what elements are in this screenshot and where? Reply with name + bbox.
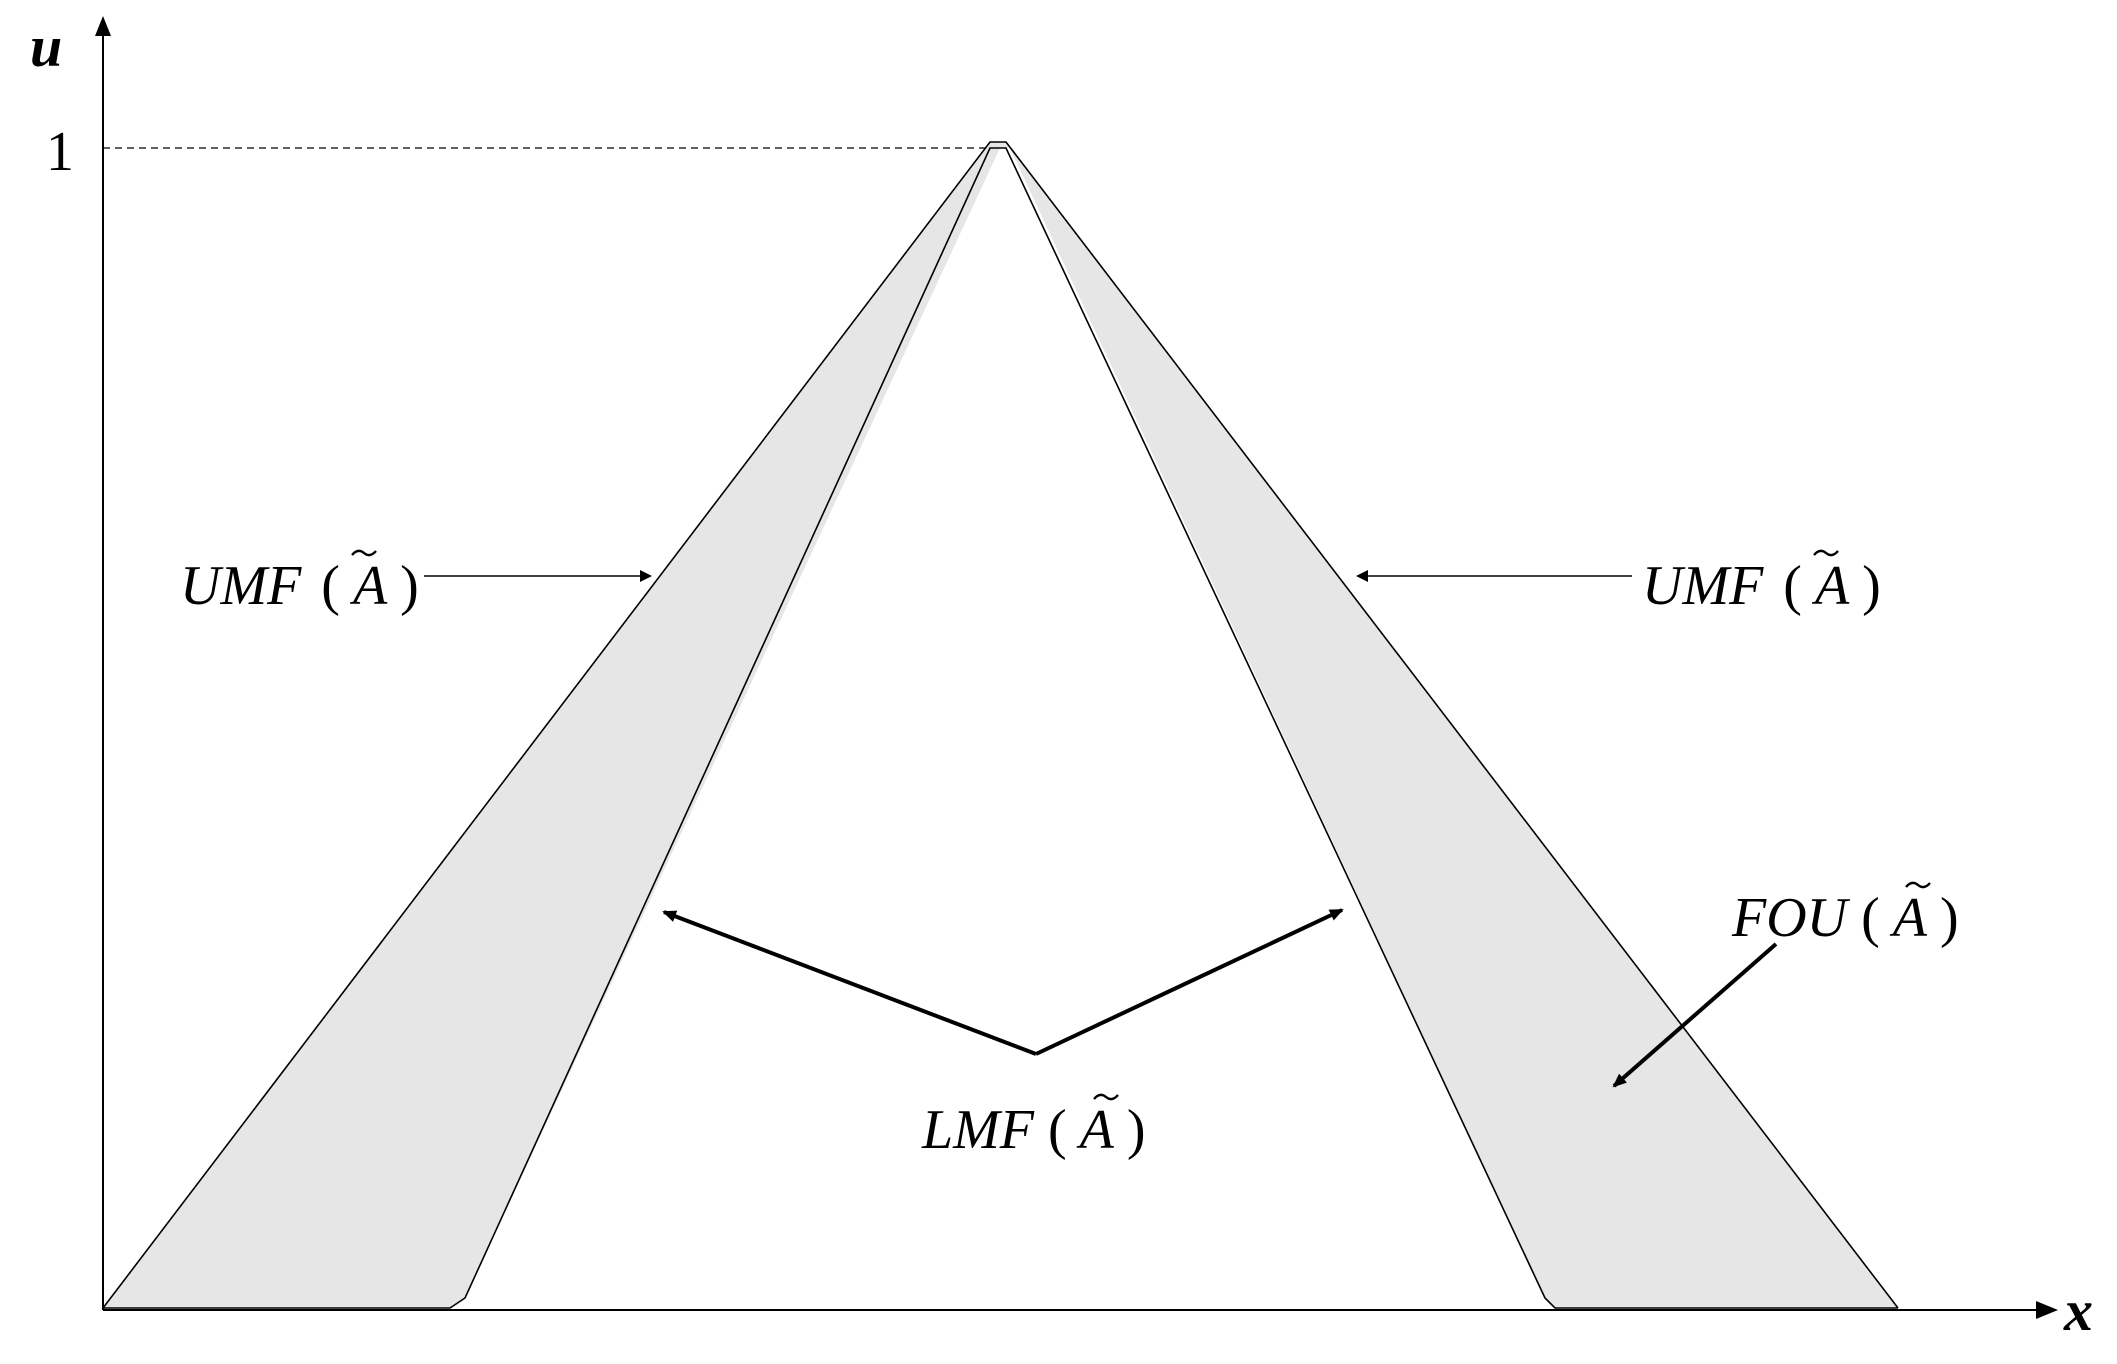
umf-right-symbol: A <box>1811 555 1850 617</box>
tilde-icon <box>1905 881 1931 889</box>
umf-left-label: UMF ( A ) <box>180 549 419 617</box>
umf-right-close: ) <box>1862 555 1881 617</box>
fou-label: FOU ( A ) <box>1731 881 1959 949</box>
fou-symbol: A <box>1889 887 1928 949</box>
umf-left-open: ( <box>321 555 340 617</box>
fou-arrow <box>1612 942 1778 1088</box>
tilde-icon <box>351 549 377 557</box>
y-axis-arrowhead <box>95 16 111 36</box>
umf-right-open: ( <box>1783 555 1802 617</box>
svg-text:UMF ( A ): UMF ( A ) <box>1642 555 1881 617</box>
y-tick-one: 1 <box>46 121 74 183</box>
lmf-main: LMF <box>921 1099 1035 1161</box>
y-axis-label: u <box>30 14 62 79</box>
umf-right-main: UMF <box>1642 555 1764 617</box>
svg-text:UMF ( A ): UMF ( A ) <box>180 555 419 617</box>
umf-right-label: UMF ( A ) <box>1642 549 1881 617</box>
lmf-arrow-right <box>1035 908 1344 1056</box>
lmf-curve <box>103 147 1898 1309</box>
x-axis-arrowhead <box>2036 1301 2058 1319</box>
tilde-icon <box>1093 1093 1119 1101</box>
fou-open: ( <box>1861 887 1880 949</box>
fou-left-region <box>103 142 1010 1308</box>
x-axis-label: x <box>2063 1278 2093 1343</box>
fou-main: FOU <box>1731 887 1851 949</box>
lmf-close: ) <box>1127 1099 1146 1161</box>
lmf-symbol: A <box>1076 1099 1115 1161</box>
lmf-open: ( <box>1048 1099 1067 1161</box>
tilde-icon <box>1813 549 1839 557</box>
svg-text:LMF ( A ): LMF ( A ) <box>921 1099 1146 1161</box>
svg-text:FOU ( A ): FOU ( A ) <box>1731 887 1959 949</box>
umf-left-close: ) <box>400 555 419 617</box>
umf-left-main: UMF <box>180 555 302 617</box>
umf-curve <box>102 141 1899 1309</box>
umf-left-symbol: A <box>349 555 388 617</box>
lmf-label: LMF ( A ) <box>921 1093 1146 1161</box>
lmf-arrow-left <box>662 910 1037 1056</box>
fou-close: ) <box>1940 887 1959 949</box>
